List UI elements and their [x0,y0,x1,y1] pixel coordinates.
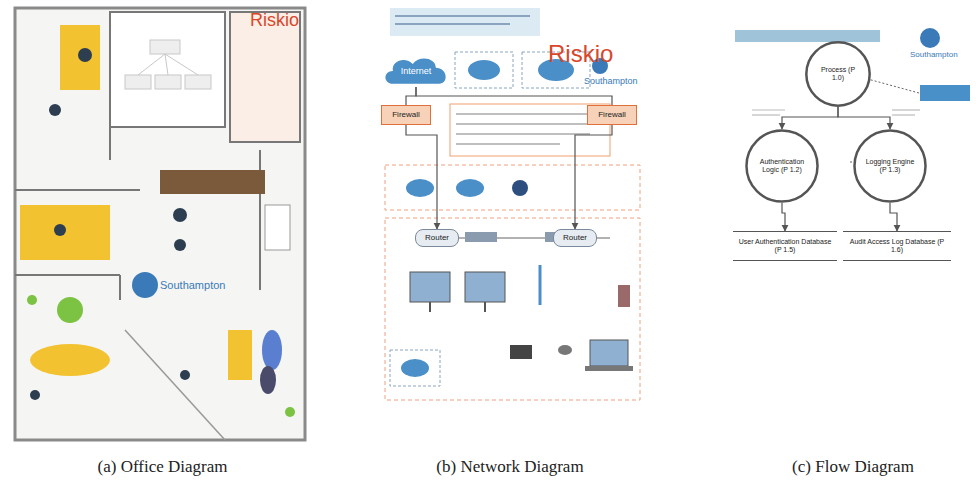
node-label: Firewall [595,110,629,119]
firewall-box: Firewall [381,105,431,125]
logo-text: Riskio [548,40,613,68]
node-label: Authentication Logic (P 1.2) [749,158,815,174]
cloud-outline [385,58,445,83]
office-plan [15,8,305,440]
office-panel: (a) Office Diagram [10,5,315,481]
figure-caption: (c) Flow Diagram [735,457,971,477]
network-plan [385,8,640,400]
connector [890,203,897,231]
node-label: Router [422,233,452,242]
node-label: Audit Access Log Database (P 1.6) [843,238,951,254]
router-box: Router [415,229,459,247]
logo-text: Riskio [250,10,299,31]
node-label: Process (P 1.0) [809,66,867,82]
node-label: Logging Engine (P 1.3) [857,158,923,174]
connector [575,125,612,229]
connector [782,107,838,129]
circle-outline [746,130,817,201]
connector [406,125,437,229]
connector [782,203,785,231]
internet-cloud: Internet [383,55,449,87]
process-circle: Authentication Logic (P 1.2) [745,129,819,203]
logo-text: Southampton [584,76,638,86]
process-circle: Process (P 1.0) [805,41,871,107]
data-store: Audit Access Log Database (P 1.6) [843,231,951,261]
node-label: User Authentication Database (P 1.5) [733,238,837,254]
connector [406,87,416,105]
connector [838,107,890,129]
figure-caption: (b) Network Diagram [375,457,645,477]
figure-caption: (a) Office Diagram [10,457,315,477]
process-circle: Logging Engine (P 1.3) [853,129,927,203]
node-label: Internet [398,66,435,76]
node-label: Router [560,233,590,242]
logo-text: Southampton [160,279,225,291]
firewall-box: Firewall [587,105,637,125]
logo-text: Southampton [910,50,958,59]
data-store: User Authentication Database (P 1.5) [733,231,837,261]
connector [416,87,612,105]
circle-outline [854,130,925,201]
circle-outline [806,42,869,105]
node-label: Firewall [389,110,423,119]
flow-panel: (c) Flow Diagram Process (P 1.0) Authentic… [735,5,971,481]
router-box: Router [553,229,597,247]
